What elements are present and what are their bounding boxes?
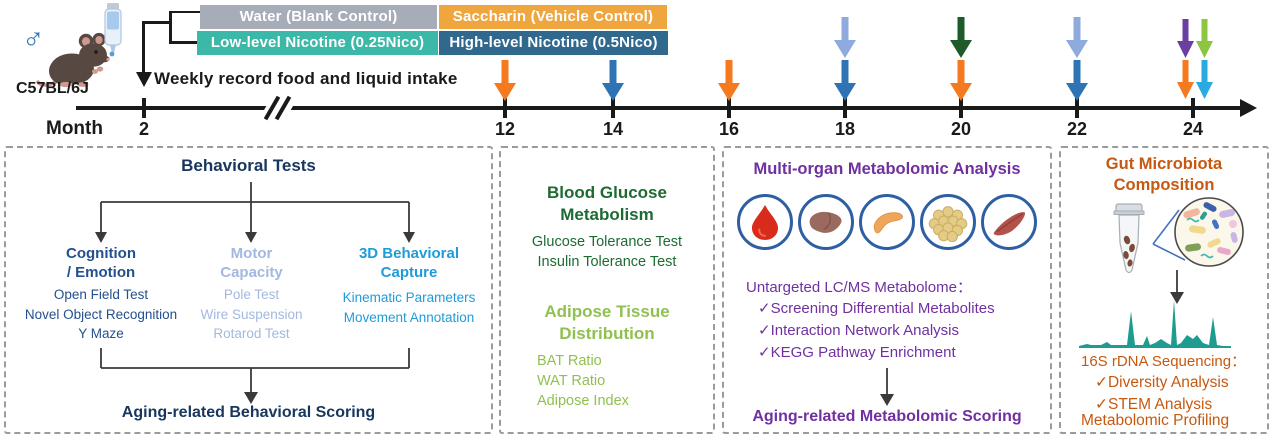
adipose-title: Adipose Tissue Distribution bbox=[544, 302, 670, 343]
column-title: Motor Capacity bbox=[220, 245, 283, 281]
timeline-arrowhead-icon bbox=[1240, 99, 1257, 117]
event-arrow-orange-24 bbox=[1177, 60, 1194, 99]
legend-high-nicotine: High-level Nicotine (0.5Nico) bbox=[439, 31, 668, 55]
tick bbox=[1075, 98, 1079, 118]
adipose-item: BAT Ratio bbox=[537, 353, 602, 369]
liver-icon bbox=[798, 194, 854, 250]
test-item: Movement Annotation bbox=[343, 309, 475, 325]
checklist-item: ✓Diversity Analysis bbox=[1095, 374, 1229, 391]
strain-label: C57BL/6J bbox=[16, 80, 89, 97]
test-item: Open Field Test bbox=[53, 287, 149, 302]
event-arrow-periwinkle-22 bbox=[1066, 17, 1088, 58]
panel-microbiota: Gut Microbiota Composition bbox=[1059, 146, 1269, 434]
male-symbol: ♂ bbox=[22, 22, 45, 55]
fecal-tube-icon bbox=[1113, 203, 1145, 274]
sampling-illustration bbox=[1079, 197, 1244, 348]
column-cognition-emotion: Cognition / Emotion Open Field Test Nove… bbox=[6, 244, 196, 344]
bracket-line bbox=[169, 11, 172, 43]
event-arrow-saccharin-12 bbox=[494, 60, 516, 101]
blood-drop-icon bbox=[737, 194, 793, 250]
event-arrow-steel-22 bbox=[1066, 60, 1088, 101]
metabolism-item: Insulin Tolerance Test bbox=[537, 254, 677, 270]
down-arrow-icon bbox=[880, 368, 894, 406]
tick bbox=[142, 98, 146, 118]
bacteria-circle-icon bbox=[1174, 197, 1244, 267]
month-label: 12 bbox=[494, 119, 516, 139]
bracket-line bbox=[142, 22, 145, 74]
test-item: Pole Test bbox=[223, 287, 280, 302]
legend-low-nicotine: Low-level Nicotine (0.25Nico) bbox=[197, 31, 438, 55]
event-arrow-periwinkle-18 bbox=[834, 17, 856, 58]
tick bbox=[1191, 98, 1195, 118]
legend-water: Water (Blank Control) bbox=[200, 5, 437, 29]
metabolomic-outcome: Aging-related Metabolomic Scoring bbox=[752, 408, 1022, 425]
tick bbox=[503, 98, 507, 118]
panel-title: Behavioral Tests bbox=[181, 156, 316, 175]
test-item: Novel Object Recognition bbox=[24, 306, 178, 322]
axis-label: Month bbox=[46, 118, 103, 139]
sequencing-label: 16S rDNA Sequencing： bbox=[1081, 353, 1247, 370]
month-label: 16 bbox=[718, 119, 740, 139]
mouse-icon bbox=[36, 32, 110, 88]
column-title: 3D Behavioral Capture bbox=[358, 245, 460, 281]
legend-saccharin: Saccharin (Vehicle Control) bbox=[439, 5, 667, 29]
month-label: 24 bbox=[1182, 119, 1204, 139]
metabolism-item: Glucose Tolerance Test bbox=[531, 234, 683, 250]
checklist-item: ✓Screening Differential Metabolites bbox=[758, 300, 995, 317]
checklist-item: ✓STEM Analysis bbox=[1095, 396, 1213, 413]
flow-connectors bbox=[95, 182, 415, 404]
event-arrow-steel-18 bbox=[834, 60, 856, 101]
column-3d-capture: 3D Behavioral Capture Kinematic Paramete… bbox=[324, 244, 494, 327]
tick bbox=[727, 98, 731, 118]
weekly-note: Weekly record food and liquid intake bbox=[154, 69, 458, 88]
panel-behavioral-tests: Behavioral Tests Cognition / Emotion Ope… bbox=[4, 146, 493, 434]
glucose-title: Blood Glucose Metabolism bbox=[547, 183, 667, 224]
adipose-icon bbox=[920, 194, 976, 250]
checklist-item: ✓Interaction Network Analysis bbox=[758, 322, 959, 339]
tick bbox=[959, 98, 963, 118]
tick bbox=[611, 98, 615, 118]
month-label: 18 bbox=[834, 119, 856, 139]
month-label: 22 bbox=[1066, 119, 1088, 139]
tick bbox=[843, 98, 847, 118]
method-label: Untargeted LC/MS Metabolome： bbox=[746, 279, 972, 296]
event-arrow-darkgreen-20 bbox=[950, 17, 972, 58]
checklist-item: ✓KEGG Pathway Enrichment bbox=[758, 344, 956, 361]
pancreas-icon bbox=[859, 194, 915, 250]
event-arrow-cyan-24 bbox=[1196, 60, 1213, 99]
test-item: Kinematic Parameters bbox=[342, 290, 476, 305]
event-arrow-orange-20 bbox=[950, 60, 972, 101]
column-title: Cognition / Emotion bbox=[66, 245, 136, 281]
organ-row bbox=[724, 194, 1050, 250]
bracket-line bbox=[169, 10, 200, 13]
bracket-line bbox=[142, 21, 171, 24]
month-label: 14 bbox=[602, 119, 624, 139]
start-arrow-icon bbox=[136, 72, 152, 87]
timeline-axis bbox=[76, 106, 1242, 110]
profiling-label: Metabolomic Profiling bbox=[1081, 412, 1230, 429]
month-label: 2 bbox=[138, 119, 149, 139]
test-item: Y Maze bbox=[78, 326, 124, 341]
panel-title: Multi-organ Metabolomic Analysis bbox=[753, 160, 1021, 178]
column-motor-capacity: Motor Capacity Pole Test Wire Suspension… bbox=[164, 244, 339, 344]
event-arrow-yellowgreen-24 bbox=[1196, 19, 1213, 58]
month-label: 20 bbox=[950, 119, 972, 139]
panel-title: Gut Microbiota Composition bbox=[1105, 155, 1223, 194]
panel-metabolism: Blood Glucose Metabolism Glucose Toleran… bbox=[499, 146, 715, 434]
bracket-line bbox=[169, 41, 197, 44]
event-arrow-saccharin-16 bbox=[718, 60, 740, 101]
chromatogram-icon bbox=[1079, 300, 1231, 348]
test-item: Rotarod Test bbox=[213, 326, 290, 341]
adipose-item: Adipose Index bbox=[537, 393, 629, 409]
test-item: Wire Suspension bbox=[200, 306, 303, 322]
event-arrow-nicotine-14 bbox=[602, 60, 624, 101]
event-arrow-purple-24 bbox=[1177, 19, 1194, 58]
panel-metabolomics: Multi-organ Metabolomic Analysis bbox=[722, 146, 1052, 434]
water-bottle-icon bbox=[104, 3, 122, 57]
behavioral-outcome: Aging-related Behavioral Scoring bbox=[121, 404, 376, 421]
muscle-icon bbox=[981, 194, 1037, 250]
adipose-item: WAT Ratio bbox=[537, 373, 606, 389]
